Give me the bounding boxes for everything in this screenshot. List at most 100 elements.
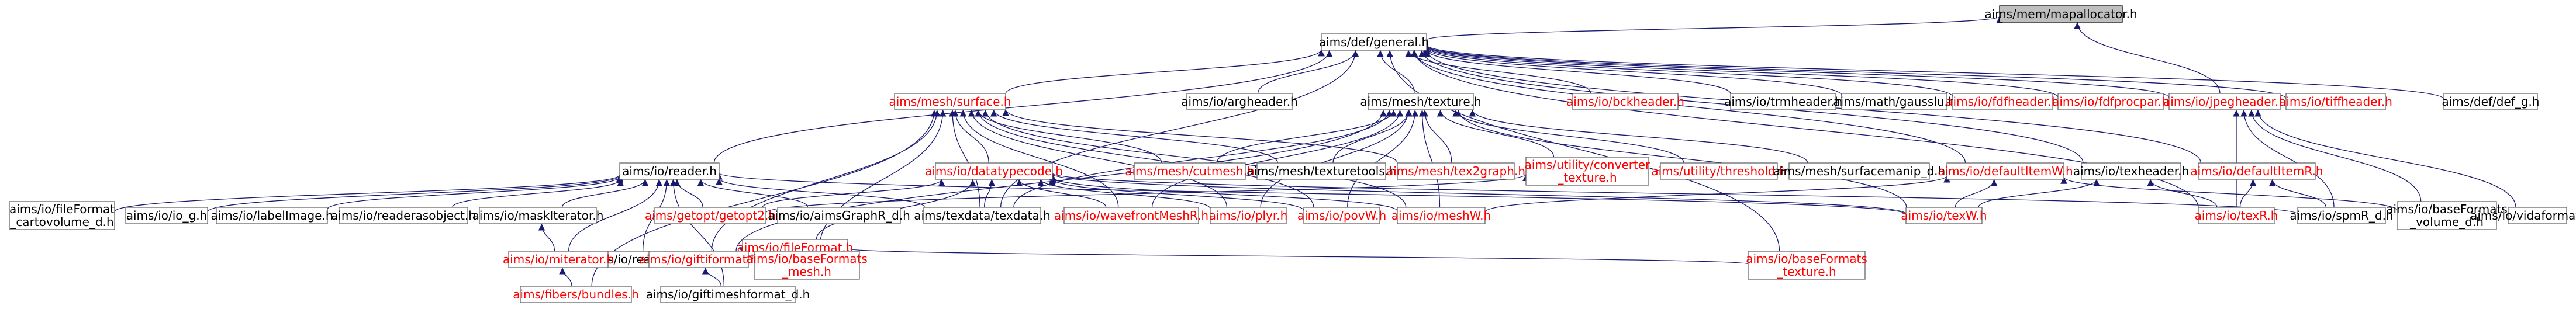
- node-box: [1748, 251, 1866, 280]
- dependency-edge: [702, 267, 721, 287]
- node-label: aims/fibers/bundles.h: [513, 287, 639, 301]
- node-label: aims/mesh/texture.h: [1360, 95, 1481, 109]
- node-aimsgraphr[interactable]: aims/io/aimsGraphR_d.h: [768, 207, 910, 224]
- dependency-edge: [1410, 50, 1966, 164]
- node-label: aims/io/giftiformat.h: [639, 252, 758, 266]
- node-box: [1841, 93, 1947, 110]
- node-label: aims/io/fdfprocpar.h: [2052, 95, 2169, 109]
- node-label: aims/mesh/texturetools.h: [1246, 164, 1396, 178]
- node-bundles[interactable]: aims/fibers/bundles.h: [513, 286, 639, 303]
- node-converter[interactable]: aims/utility/converter_texture.h: [1525, 157, 1650, 186]
- dependency-edge: [1423, 47, 1953, 98]
- node-box: [1572, 93, 1679, 110]
- node-box: [2443, 93, 2538, 110]
- node-texturetools[interactable]: aims/mesh/texturetools.h: [1246, 162, 1396, 180]
- dependency-edge: [2147, 179, 2218, 208]
- node-wavefront[interactable]: aims/io/wavefrontMeshR.h: [1054, 207, 1208, 224]
- node-box: [1905, 207, 1983, 224]
- dependency-edge: [990, 109, 1278, 164]
- node-label: aims/io/trmheader.h: [1724, 95, 1842, 109]
- node-label: aims/io/jpegheader.h: [2163, 95, 2286, 109]
- dependency-edge: [984, 179, 996, 208]
- node-tex2graph[interactable]: aims/mesh/tex2graph.h: [1386, 162, 1525, 180]
- node-texture[interactable]: aims/mesh/texture.h: [1360, 93, 1482, 110]
- node-fdfheader[interactable]: aims/io/fdfheader.h: [1946, 93, 2059, 110]
- node-cartovolume[interactable]: aims/io/fileFormat_cartovolume_d.h: [9, 201, 115, 230]
- node-label: aims/io/labelImage.h: [210, 209, 333, 223]
- dependency-edge: [949, 109, 980, 208]
- node-readerasobject[interactable]: aims/io/readerasobject.h: [331, 207, 476, 224]
- node-label: _texture.h: [1776, 265, 1836, 279]
- node-surface[interactable]: aims/mesh/surface.h: [889, 93, 1011, 110]
- dependency-edge: [716, 172, 1907, 215]
- node-label: aims/texdata/texdata.h: [914, 209, 1051, 223]
- node-getopt[interactable]: aims/getopt/getopt2.h: [645, 207, 776, 224]
- node-label: aims/mesh/tex2graph.h: [1386, 164, 1525, 178]
- node-giftiformat[interactable]: aims/io/giftiformat.h: [639, 251, 758, 268]
- node-plyr[interactable]: aims/io/plyr.h: [1209, 207, 1288, 224]
- node-box: [654, 207, 766, 224]
- node-spmrd[interactable]: aims/io/spmR_d.h: [2290, 207, 2394, 224]
- node-box: [520, 286, 632, 303]
- node-baseformatstexture[interactable]: aims/io/baseFormats_texture.h: [1746, 251, 1867, 280]
- node-surfacemanip[interactable]: aims/mesh/surfacemanip_d.h: [1773, 162, 1945, 180]
- node-texr[interactable]: aims/io/texR.h: [2195, 207, 2278, 224]
- node-label: aims/io/povW.h: [1297, 209, 1386, 223]
- dependency-edge: [968, 109, 1228, 208]
- dependency-edge: [1469, 109, 1808, 164]
- node-bckheader[interactable]: aims/io/bckheader.h: [1566, 93, 1684, 110]
- node-threshold[interactable]: aims/utility/threshold.h: [1651, 162, 1787, 180]
- node-povw[interactable]: aims/io/povW.h: [1297, 207, 1386, 224]
- node-label: aims/mesh/surface.h: [889, 95, 1011, 109]
- node-box: [894, 93, 1006, 110]
- node-box: [1397, 162, 1515, 180]
- node-defdefg[interactable]: aims/def/def_g.h: [2442, 93, 2540, 110]
- node-label: aims/io/defaultItemR.h: [2190, 164, 2323, 178]
- dependency-edge: [559, 267, 572, 287]
- node-defaultitemw[interactable]: aims/io/defaultItemW.h: [1938, 162, 2073, 180]
- node-jpegheader[interactable]: aims/io/jpegheader.h: [2163, 93, 2286, 110]
- node-giftimeshformat[interactable]: aims/io/giftimeshformat_d.h: [646, 286, 810, 303]
- dependency-edge: [1002, 109, 1398, 164]
- dependency-edge: [1423, 45, 2170, 98]
- node-vidaformat[interactable]: aims/io/vidaformat_d.h: [2470, 207, 2576, 224]
- node-label: aims/io/tiffheader.h: [2279, 95, 2392, 109]
- node-argheader[interactable]: aims/io/argheader.h: [1181, 93, 1298, 110]
- node-cutmesh[interactable]: aims/mesh/cutmesh.h: [1125, 162, 1255, 180]
- dependency-edge: [1049, 178, 1304, 211]
- node-box: [1256, 162, 1386, 180]
- node-label: aims/io/fdfheader.h: [1946, 95, 2059, 109]
- node-trmheader[interactable]: aims/io/trmheader.h: [1724, 93, 1842, 110]
- node-datatypecode[interactable]: aims/io/datatypecode.h: [925, 162, 1063, 180]
- dependency-edge: [1418, 109, 1441, 208]
- node-meshw[interactable]: aims/io/meshW.h: [1391, 207, 1491, 224]
- node-labelimage[interactable]: aims/io/labelImage.h: [210, 207, 333, 224]
- node-box: [1303, 207, 1380, 224]
- node-label: _texture.h: [1557, 171, 1617, 185]
- node-maskiterator[interactable]: aims/io/maskIterator.h: [472, 207, 604, 224]
- node-texheader[interactable]: aims/io/texheader.h: [2073, 162, 2189, 180]
- node-box: [2168, 93, 2281, 110]
- dependency-edge: [1216, 109, 1397, 164]
- node-label: aims/io/argheader.h: [1181, 95, 1297, 109]
- node-box: [1134, 162, 1246, 180]
- node-baseformatsvolume[interactable]: aims/io/baseFormats_volume_d.h: [2386, 201, 2508, 230]
- node-texw[interactable]: aims/io/texW.h: [1901, 207, 1987, 224]
- node-reader[interactable]: aims/io/reader.h: [619, 162, 720, 180]
- dependency-edge: [114, 174, 623, 212]
- node-defaultitemr[interactable]: aims/io/defaultItemR.h: [2190, 162, 2323, 180]
- dependency-edge: [2074, 22, 2221, 94]
- dependency-edge: [1332, 109, 1413, 164]
- node-box: [2508, 207, 2567, 224]
- dependency-edge: [674, 179, 703, 208]
- node-texdata[interactable]: aims/texdata/texdata.h: [914, 207, 1051, 224]
- node-iog[interactable]: aims/io/io_g.h: [125, 207, 208, 224]
- node-gausslu[interactable]: aims/math/gausslu.h: [1833, 93, 1956, 110]
- node-general[interactable]: aims/def/general.h: [1319, 33, 1429, 51]
- node-fdfprocpar[interactable]: aims/io/fdfprocpar.h: [2052, 93, 2169, 110]
- node-tiffheader[interactable]: aims/io/tiffheader.h: [2279, 93, 2392, 110]
- node-baseformatsmesh[interactable]: aims/io/baseFormats_mesh.h: [746, 251, 868, 280]
- node-label: aims/io/defaultItemW.h: [1938, 164, 2073, 178]
- node-miterator[interactable]: aims/io/miterator.h: [503, 251, 614, 268]
